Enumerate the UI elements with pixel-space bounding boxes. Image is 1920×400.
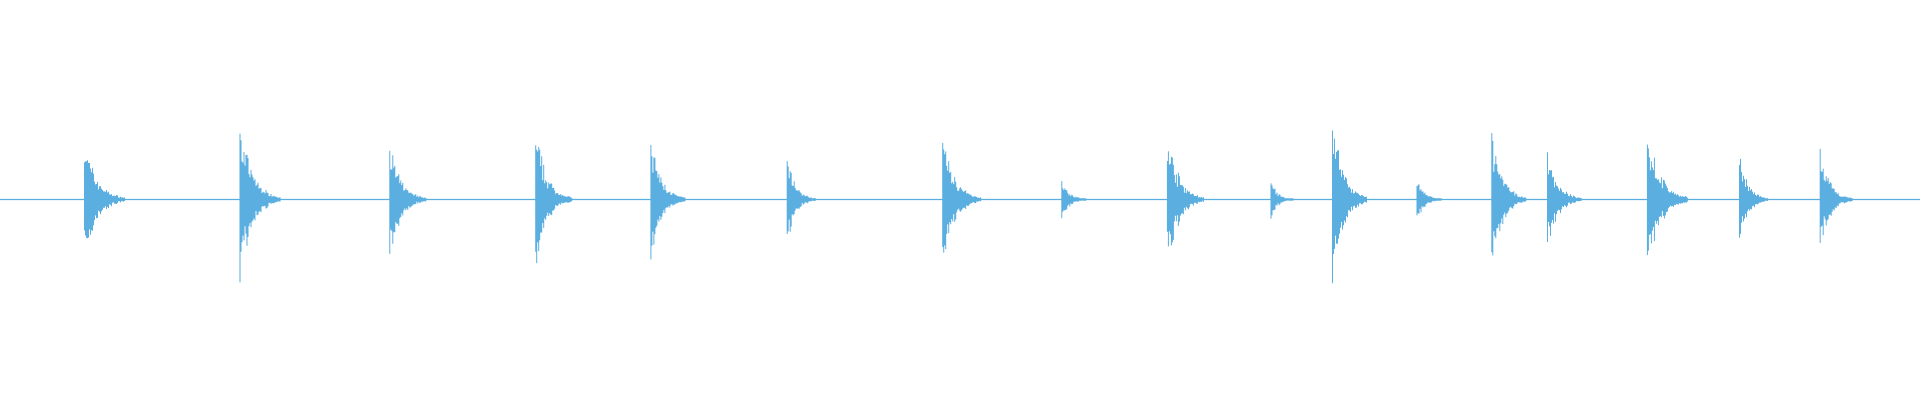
waveform-transient [1332, 130, 1367, 284]
waveform-transient [650, 145, 686, 260]
waveform-transients [84, 130, 1853, 284]
waveform-transient [239, 133, 281, 283]
waveform-transient [84, 160, 125, 239]
waveform-transient [1166, 151, 1204, 247]
waveform-transient [1547, 152, 1582, 242]
waveform-transient [1739, 158, 1768, 238]
waveform-transient [786, 161, 816, 234]
waveform-transient [1061, 181, 1087, 219]
waveform-transient [1819, 148, 1853, 243]
waveform-transient [1491, 133, 1527, 256]
waveform-transient [1416, 184, 1442, 216]
waveform-transient [389, 150, 427, 254]
waveform-transient [1646, 144, 1688, 256]
waveform-transient [942, 143, 982, 253]
waveform-transient [1270, 183, 1294, 219]
waveform-transient [535, 145, 573, 264]
